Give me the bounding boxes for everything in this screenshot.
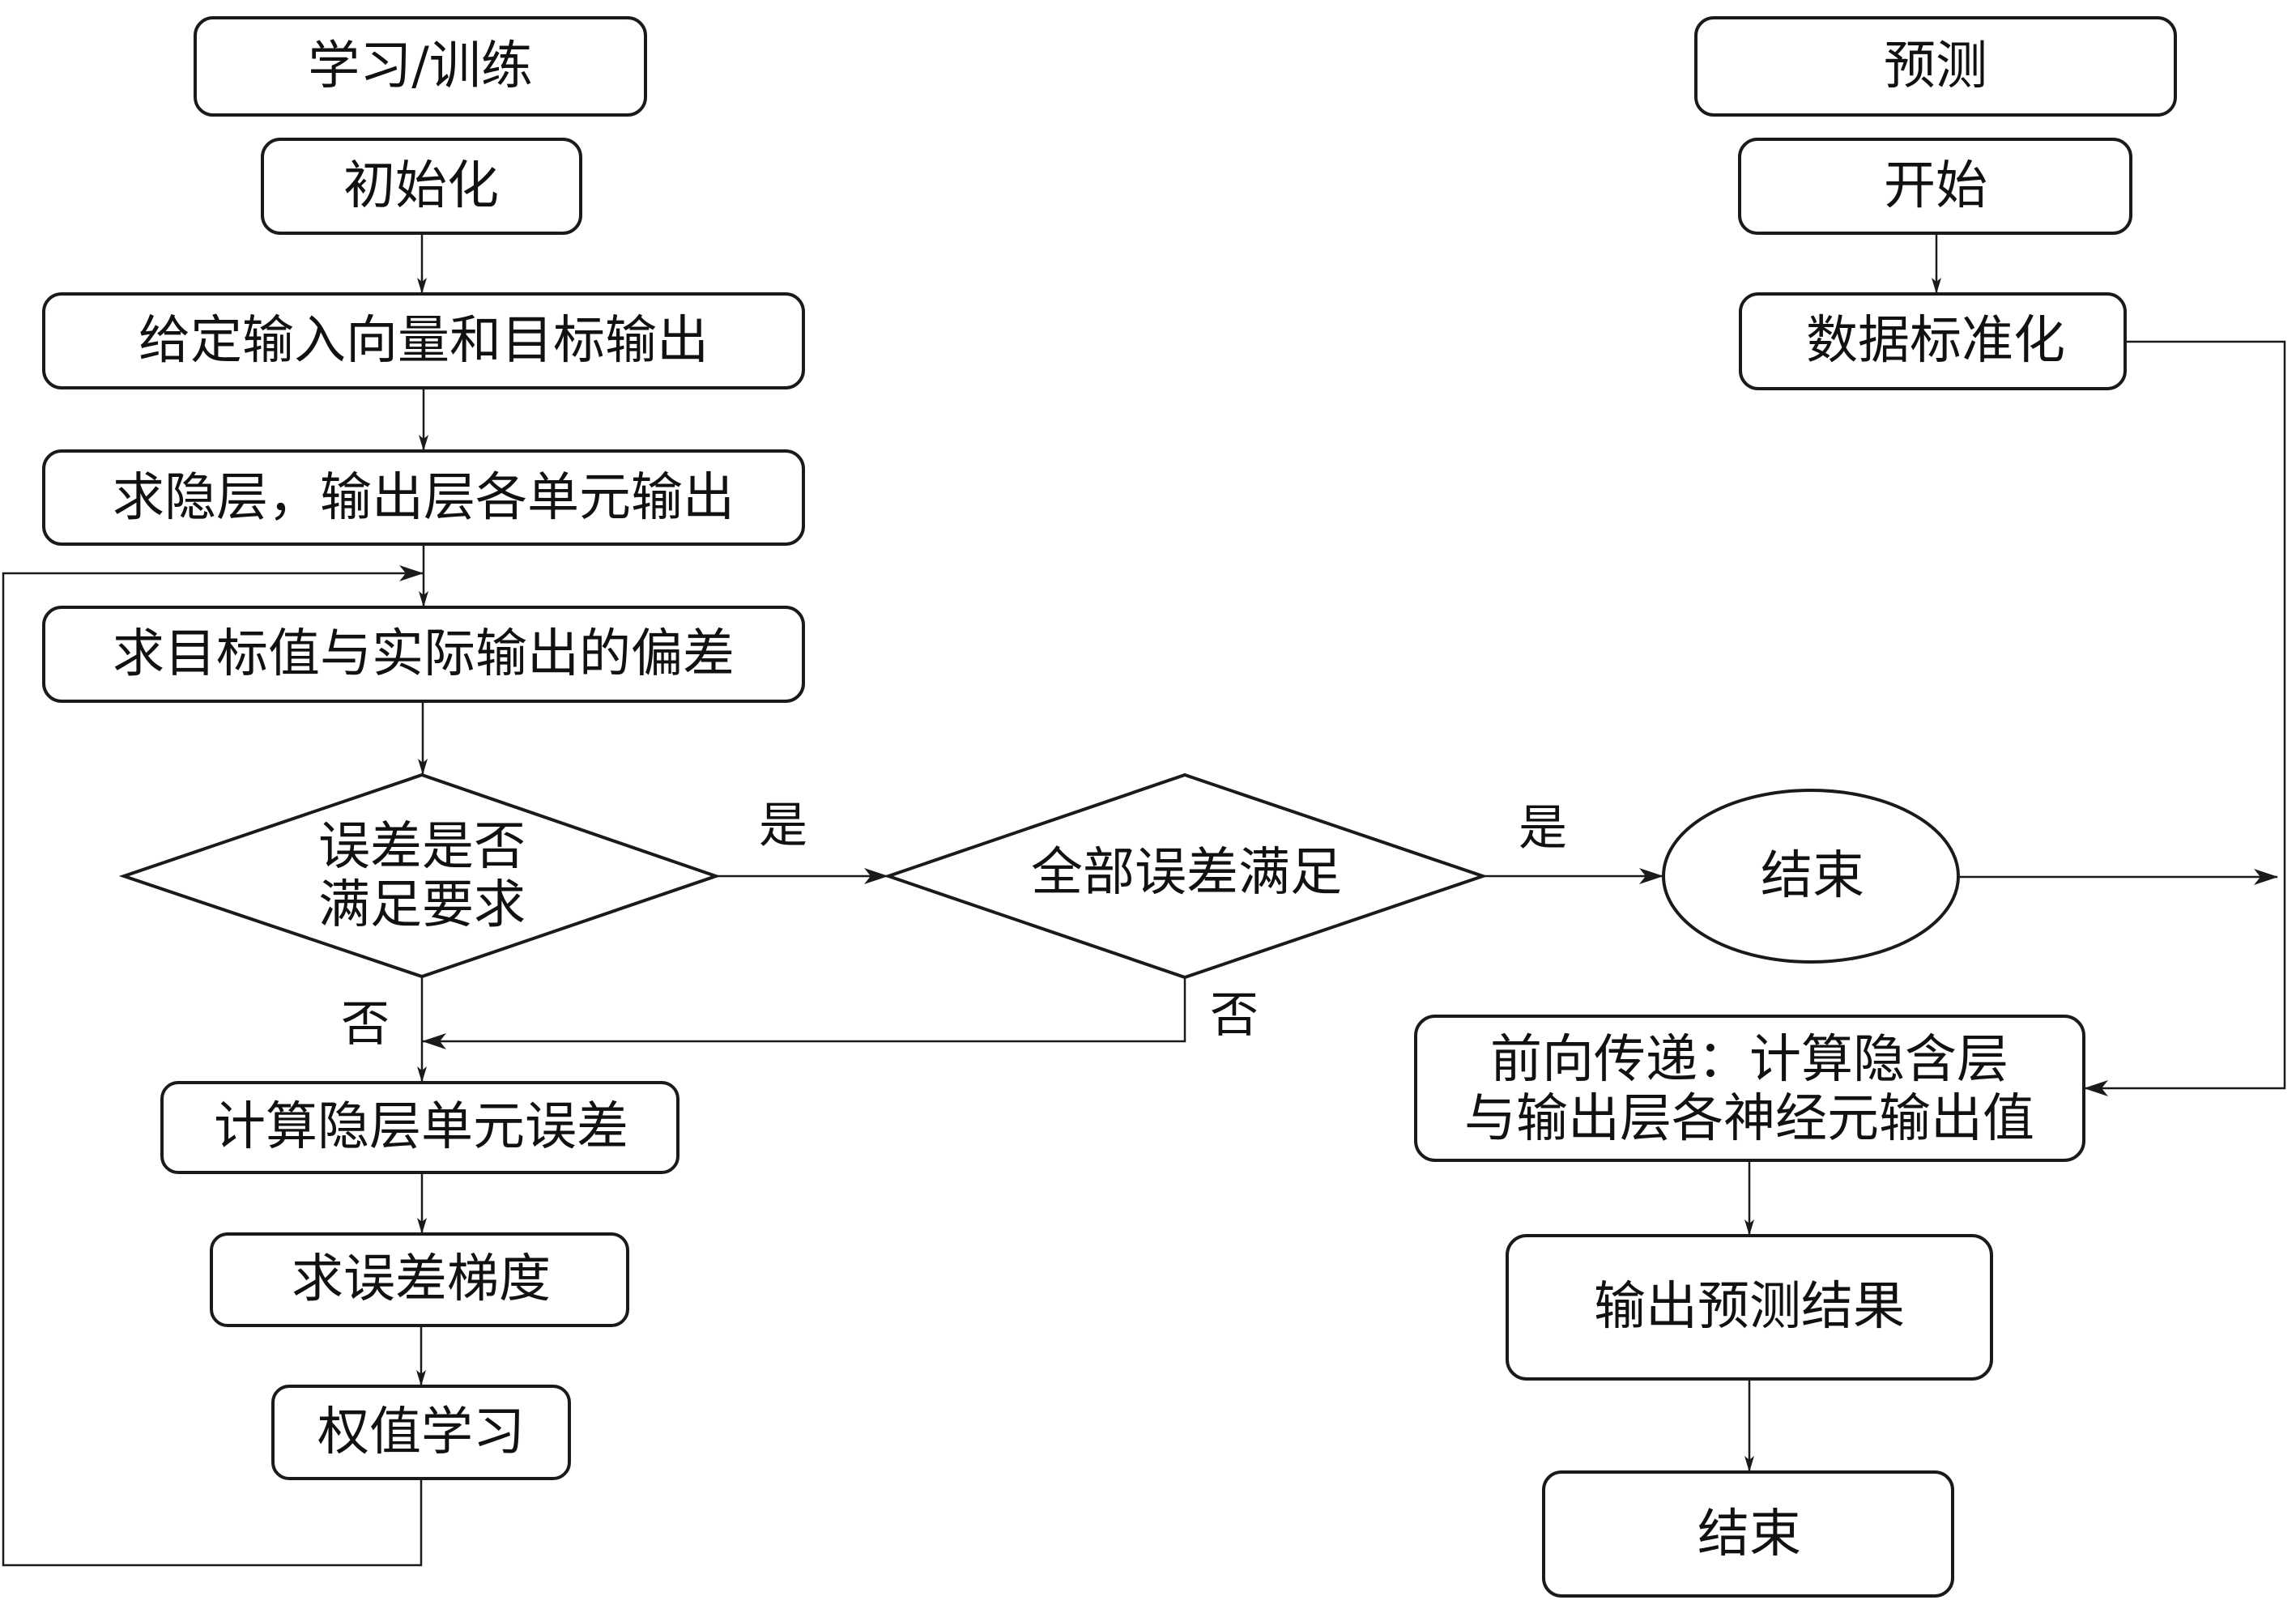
node-decision-error: 误差是否 满足要求	[118, 772, 722, 979]
edge-decision-all-no	[422, 977, 1186, 1049]
node-decision-error-label-line2: 满足要求	[318, 875, 526, 935]
node-hidden-error: 计算隐层单元误差	[160, 1081, 679, 1174]
node-deviation-label: 求目标值与实际输出的偏差	[113, 624, 735, 684]
node-hidden-error-label: 计算隐层单元误差	[214, 1097, 628, 1157]
edge-normalize-to-forward	[2084, 340, 2286, 1096]
node-forward: 前向传递：计算隐含层 与输出层各神经元输出值	[1414, 1015, 2085, 1162]
node-forward-label-line2: 与输出层各神经元输出值	[1464, 1089, 2034, 1149]
node-prediction-end: 结束	[1542, 1470, 1954, 1598]
node-training-header: 学习/训练	[194, 16, 647, 117]
node-decision-all: 全部误差满足	[883, 772, 1489, 980]
node-output-result-label: 输出预测结果	[1594, 1277, 1905, 1337]
node-gradient: 求误差梯度	[210, 1232, 629, 1327]
node-decision-error-label-line1: 误差是否	[318, 817, 526, 877]
node-start: 开始	[1738, 138, 2132, 235]
node-output-result: 输出预测结果	[1506, 1234, 1993, 1381]
node-training-end-label: 结束	[1761, 846, 1864, 906]
node-normalize-label: 数据标准化	[1806, 311, 2065, 371]
edge-label-no-1: 否	[341, 996, 390, 1053]
node-training-header-label: 学习/训练	[308, 36, 533, 96]
node-forward-label-line1: 前向传递：计算隐含层	[1490, 1030, 2008, 1090]
node-gradient-label: 求误差梯度	[292, 1249, 551, 1309]
node-start-label: 开始	[1884, 156, 1987, 216]
node-hidden-output-label: 求隐层，输出层各单元输出	[113, 468, 735, 528]
edge-weight-learning-loop-back	[2, 565, 424, 1567]
node-init-label: 初始化	[343, 156, 499, 216]
node-init: 初始化	[261, 138, 582, 235]
node-give-input-label: 给定输入向量和目标输出	[138, 311, 709, 371]
edge-label-yes-2: 是	[1519, 800, 1567, 857]
node-prediction-header-label: 预测	[1884, 36, 1987, 96]
node-training-end: 结束	[1662, 789, 1960, 964]
edge-label-no-2: 否	[1210, 987, 1259, 1044]
node-prediction-end-label: 结束	[1698, 1504, 1801, 1564]
node-give-input: 给定输入向量和目标输出	[42, 292, 805, 389]
node-prediction-header: 预测	[1694, 16, 2177, 117]
node-weight-learning-label: 权值学习	[317, 1402, 525, 1462]
node-normalize: 数据标准化	[1739, 292, 2127, 390]
node-hidden-output: 求隐层，输出层各单元输出	[42, 449, 805, 546]
edge-label-yes-1: 是	[759, 798, 807, 854]
node-weight-learning: 权值学习	[271, 1385, 571, 1480]
node-decision-all-label: 全部误差满足	[1031, 843, 1342, 903]
node-deviation: 求目标值与实际输出的偏差	[42, 606, 805, 703]
